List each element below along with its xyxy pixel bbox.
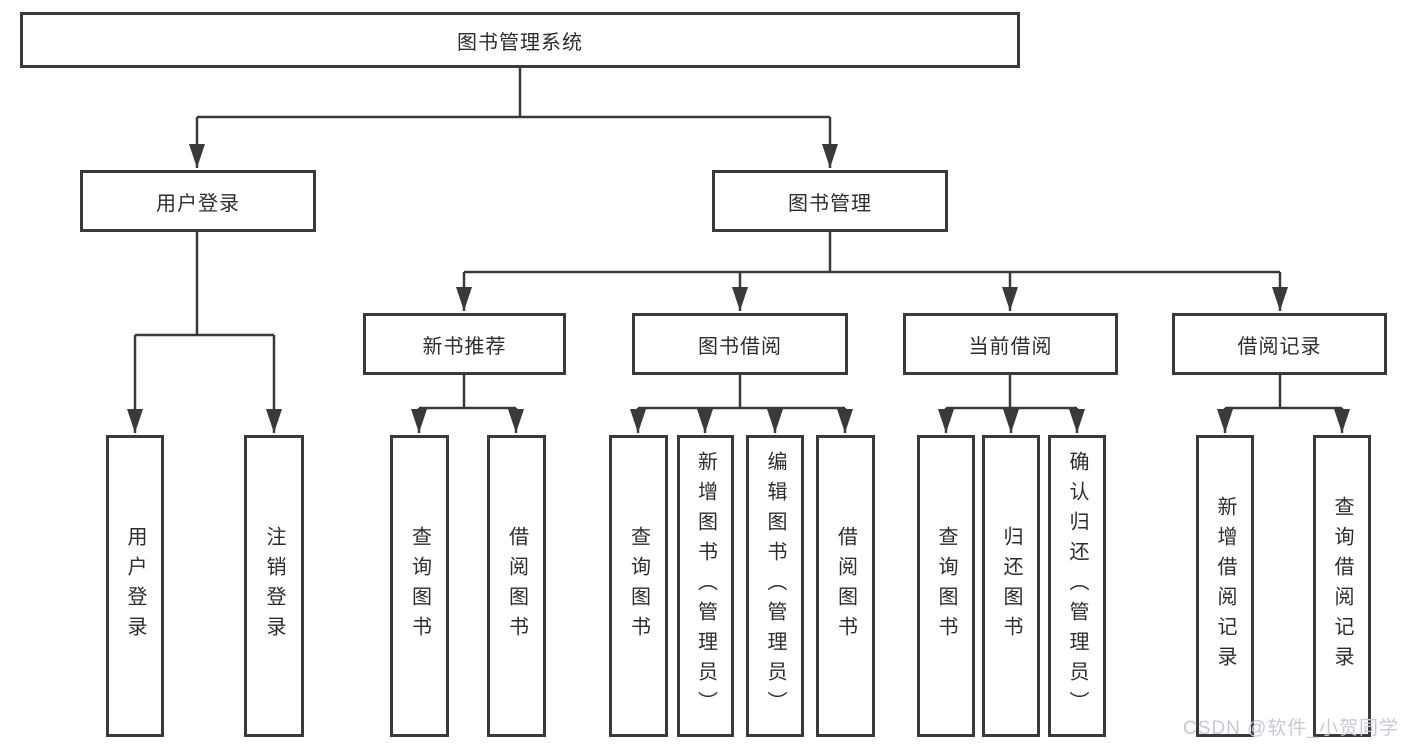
node-label: 借阅图书 <box>505 526 528 646</box>
leaf-user-login: 用户登录 <box>106 435 164 737</box>
node-label: 归还图书 <box>1000 526 1022 646</box>
leaf-borrow-book: 借阅图书 <box>487 435 546 737</box>
node-label: 用户登录 <box>124 526 146 646</box>
node-borrowing-records: 借阅记录 <box>1172 313 1387 375</box>
leaf-add-book-admin: 新增图书（管理员） <box>677 435 734 737</box>
leaf-return-book: 归还图书 <box>982 435 1040 737</box>
leaf-edit-book-admin: 编辑图书（管理员） <box>746 435 804 737</box>
node-label: 图书管理系统 <box>457 31 583 54</box>
node-library-management-system: 图书管理系统 <box>20 12 1020 68</box>
node-new-book-recommend: 新书推荐 <box>363 313 566 375</box>
connector-segments <box>135 68 1342 410</box>
node-label: 确认归还（管理员） <box>1066 451 1088 721</box>
node-label: 用户登录 <box>156 192 240 215</box>
node-label: 查询图书 <box>935 526 957 646</box>
leaf-query-book: 查询图书 <box>390 435 449 737</box>
csdn-watermark: CSDN @软件_小贺同学 <box>1183 718 1399 739</box>
leaf-logout: 注销登录 <box>244 435 304 737</box>
node-label: 图书管理 <box>788 192 872 215</box>
node-label: 新增借阅记录 <box>1214 496 1236 676</box>
node-current-borrowing: 当前借阅 <box>903 313 1118 375</box>
leaf-query-book: 查询图书 <box>609 435 668 737</box>
connector-arrows <box>127 117 1350 433</box>
node-label: 查询图书 <box>627 526 650 646</box>
node-label: 查询图书 <box>408 526 431 646</box>
node-label: 新增图书（管理员） <box>694 451 717 721</box>
leaf-borrow-book: 借阅图书 <box>816 435 875 737</box>
node-label: 借阅图书 <box>834 526 857 646</box>
node-label: 注销登录 <box>263 526 285 646</box>
node-label: 图书借阅 <box>698 335 782 358</box>
node-label: 借阅记录 <box>1237 335 1322 358</box>
node-book-borrowing: 图书借阅 <box>632 313 848 375</box>
node-book-management: 图书管理 <box>712 170 948 232</box>
node-label: 当前借阅 <box>968 335 1053 358</box>
node-label: 新书推荐 <box>422 335 507 358</box>
leaf-query-borrow-record: 查询借阅记录 <box>1313 435 1371 737</box>
leaf-query-book: 查询图书 <box>917 435 975 737</box>
node-user-login-group: 用户登录 <box>80 170 316 232</box>
node-label: 查询借阅记录 <box>1331 496 1353 676</box>
leaf-confirm-return-admin: 确认归还（管理员） <box>1048 435 1106 737</box>
leaf-add-borrow-record: 新增借阅记录 <box>1196 435 1254 737</box>
node-label: 编辑图书（管理员） <box>764 451 786 721</box>
